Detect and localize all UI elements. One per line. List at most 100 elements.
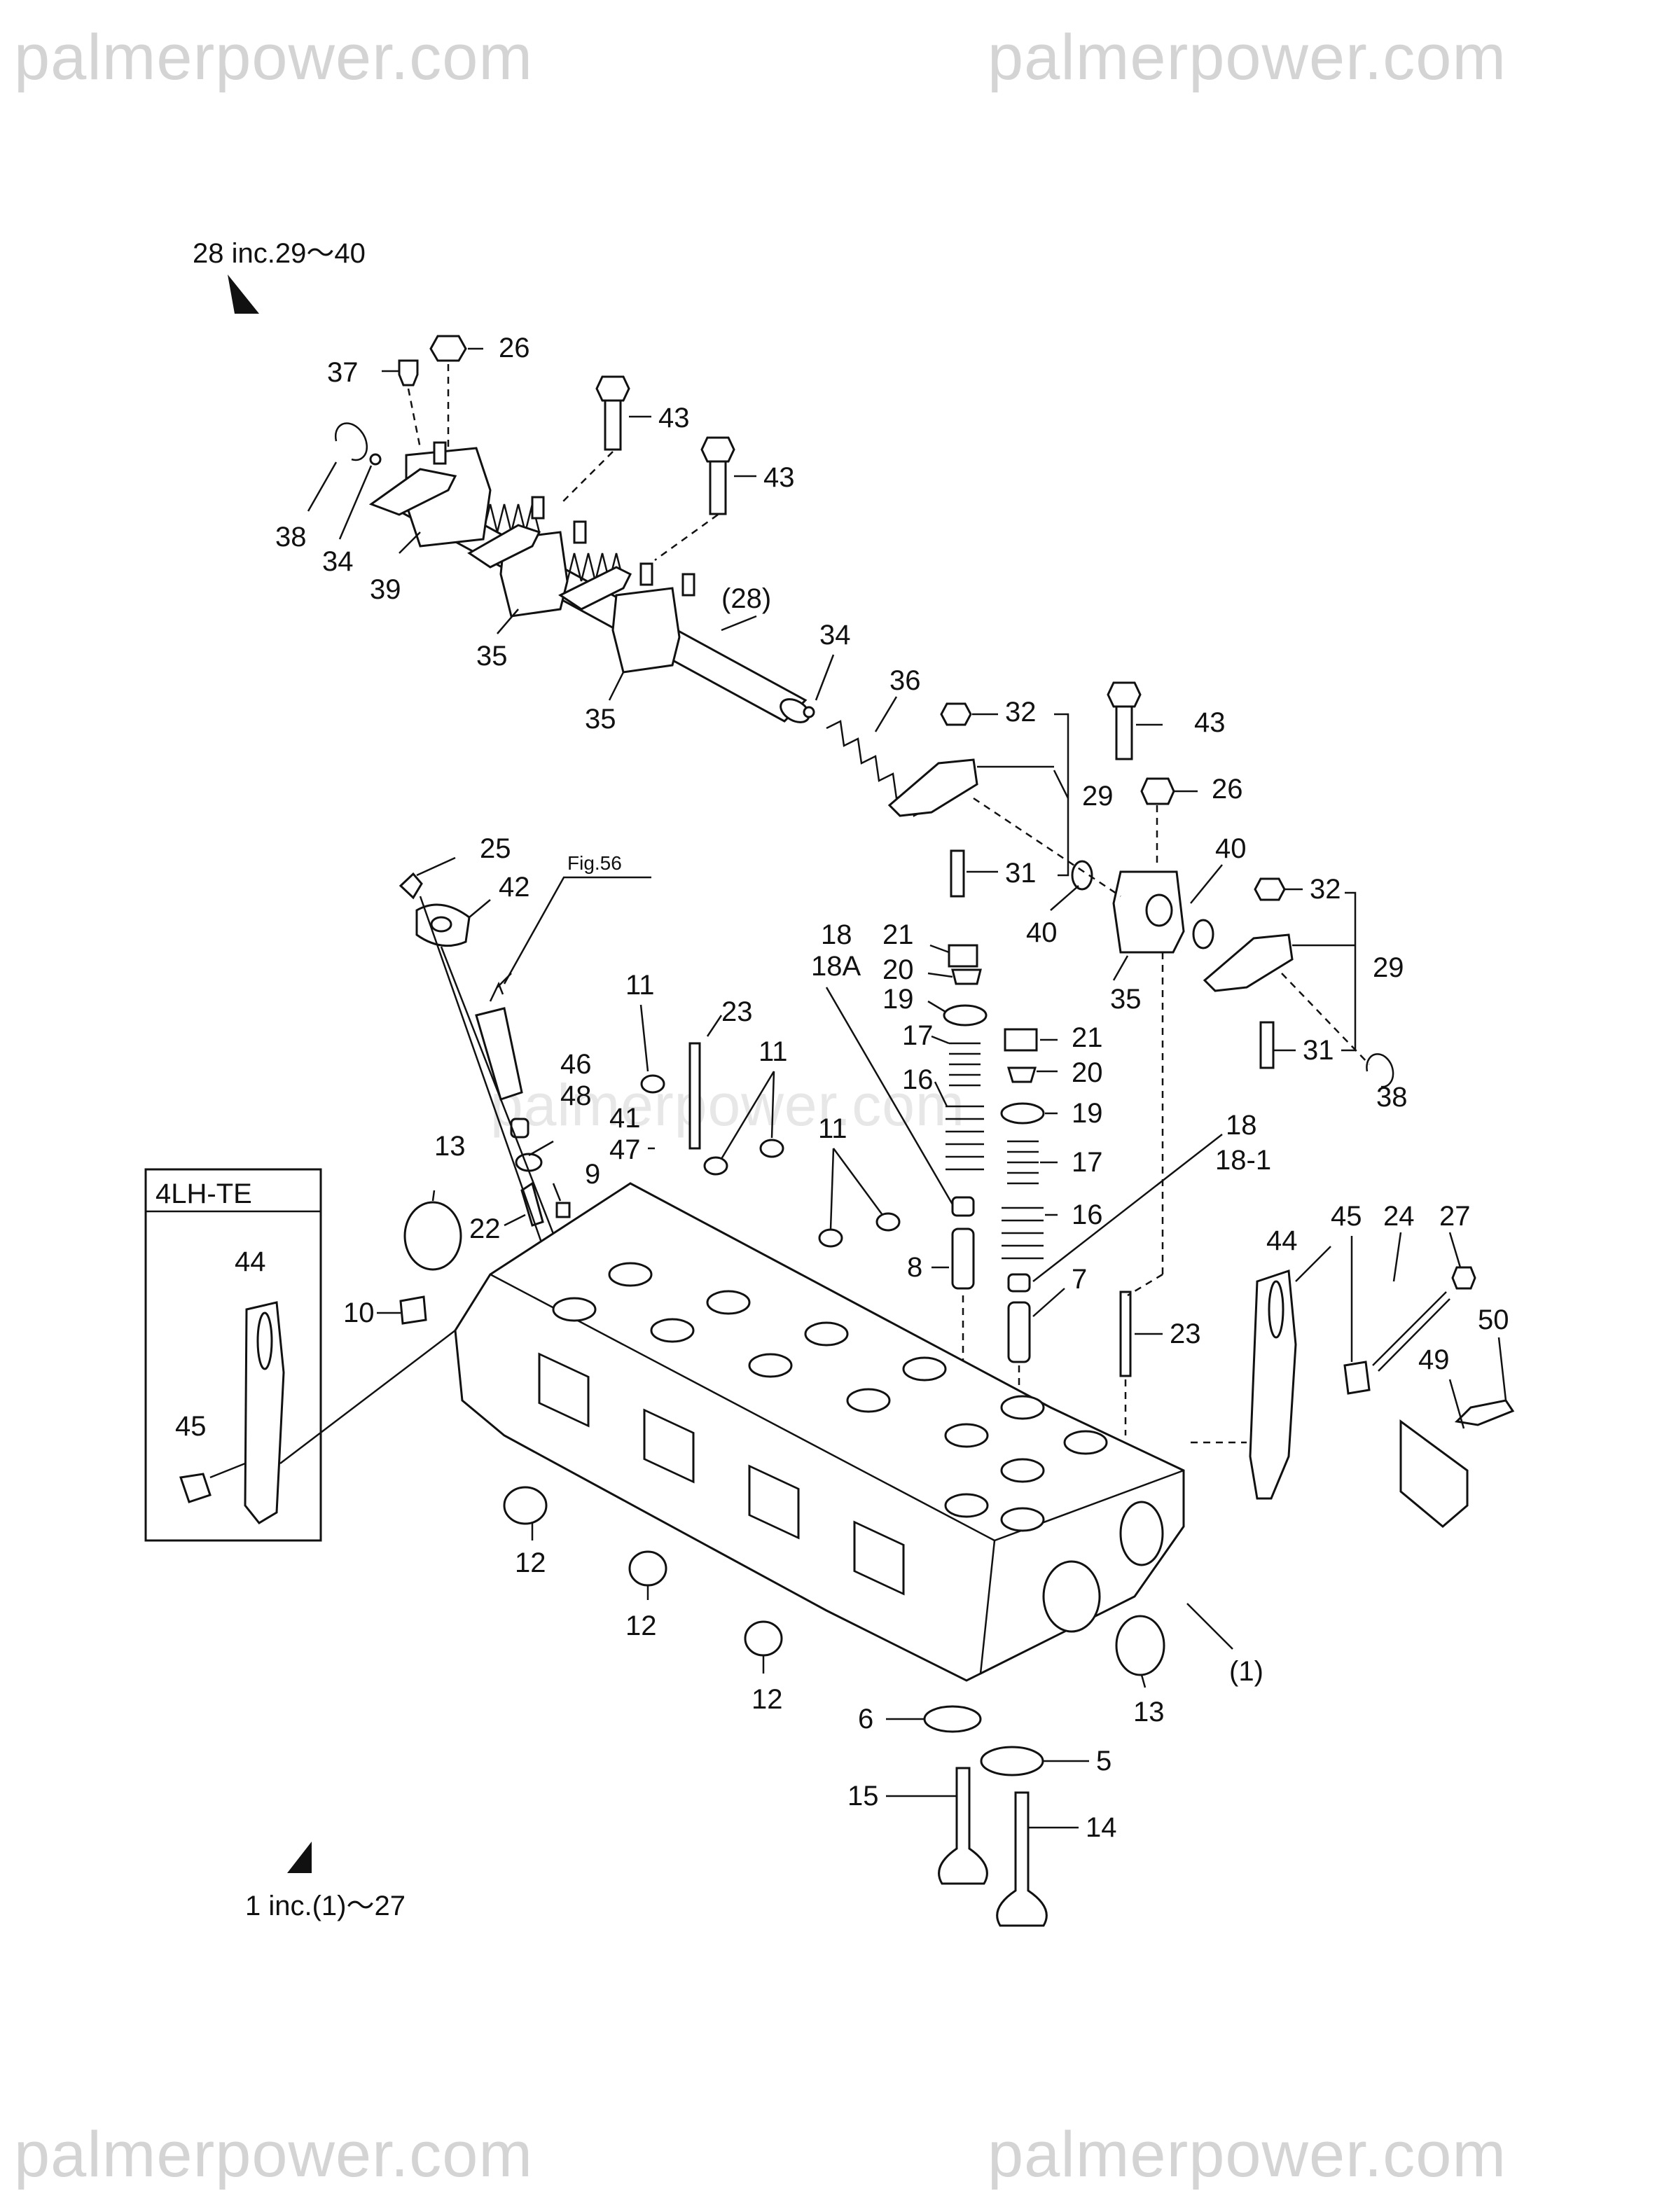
part-23-stud-b bbox=[1119, 1291, 1132, 1377]
callout-36: 36 bbox=[889, 665, 921, 696]
part-26-nut bbox=[429, 335, 467, 362]
rocker-arm-1 bbox=[368, 468, 457, 516]
part-11-seal-2 bbox=[703, 1156, 728, 1176]
rocker-components-right bbox=[887, 681, 1394, 1088]
callout-14: 14 bbox=[1086, 1812, 1117, 1843]
callout-10: 10 bbox=[343, 1298, 375, 1328]
part-21-cap-b bbox=[1004, 1028, 1038, 1052]
part-37-screw bbox=[398, 359, 419, 387]
callout-6: 6 bbox=[858, 1704, 873, 1734]
callout-32: 32 bbox=[1310, 874, 1341, 905]
head-valve-seats bbox=[552, 1262, 1108, 1532]
watermark-bottom-right: palmerpower.com bbox=[988, 2119, 1507, 2190]
callout-43: 43 bbox=[1194, 707, 1226, 738]
callout-31: 31 bbox=[1303, 1035, 1334, 1066]
part-11-seal-3 bbox=[759, 1139, 784, 1158]
fuel-injector bbox=[475, 1007, 523, 1101]
callout-35: 35 bbox=[585, 704, 616, 735]
part-23-stud-a bbox=[688, 1042, 701, 1150]
part-50-bolt bbox=[1454, 1399, 1515, 1426]
callout-32: 32 bbox=[1005, 697, 1037, 728]
callout-35: 35 bbox=[1110, 984, 1142, 1015]
part-20-collet-b bbox=[1006, 1066, 1037, 1083]
callout-28-parenthetical: (28) bbox=[721, 583, 771, 614]
part-11-seal-1 bbox=[640, 1074, 665, 1094]
part-22-stud bbox=[520, 1181, 544, 1227]
part-7-guide bbox=[1007, 1301, 1031, 1363]
part-44-lifting-eye-b bbox=[1249, 1269, 1297, 1500]
callout-26: 26 bbox=[1212, 774, 1243, 805]
part-41-47-washer bbox=[515, 1153, 543, 1172]
watermark-center: palmerpower.com bbox=[490, 1072, 965, 1138]
callout-35: 35 bbox=[476, 641, 508, 672]
part-32-nut-a bbox=[940, 702, 972, 726]
rocker-assembly bbox=[335, 335, 929, 817]
part-18-seal-a bbox=[951, 1196, 975, 1217]
part-12-plug-a bbox=[503, 1486, 548, 1525]
callout-41: 41 bbox=[609, 1103, 641, 1134]
part-25-nut bbox=[399, 872, 423, 900]
callout-46: 46 bbox=[560, 1049, 592, 1080]
part-43-bolt-a bbox=[595, 375, 630, 451]
part-27-nut bbox=[1451, 1266, 1476, 1290]
callout-48: 48 bbox=[560, 1080, 592, 1111]
watermark-top-left: palmerpower.com bbox=[14, 22, 534, 93]
callout-37: 37 bbox=[327, 357, 359, 388]
rocker-arm-3 bbox=[558, 566, 632, 611]
callout-38: 38 bbox=[275, 522, 307, 552]
callout-34: 34 bbox=[819, 620, 851, 651]
callout-47: 47 bbox=[609, 1134, 641, 1165]
lifting-eye-group bbox=[1127, 952, 1515, 1528]
callout-39: 39 bbox=[370, 574, 401, 605]
callout-20: 20 bbox=[882, 954, 914, 985]
part-16-spring-b bbox=[1002, 1206, 1044, 1260]
callout-23: 23 bbox=[721, 996, 753, 1027]
callout-25: 25 bbox=[480, 833, 511, 864]
callout-13: 13 bbox=[434, 1131, 466, 1162]
part-44-lifting-eye-a bbox=[244, 1301, 285, 1524]
callout-26: 26 bbox=[499, 333, 530, 363]
part-40-washer-a bbox=[1071, 860, 1093, 891]
callout-11: 11 bbox=[818, 1113, 847, 1144]
part-13-plug-a bbox=[403, 1201, 462, 1271]
callout-11: 11 bbox=[625, 970, 655, 1001]
callout-7: 7 bbox=[1072, 1264, 1087, 1295]
callout-15: 15 bbox=[847, 1781, 879, 1811]
inset-4lh-te: 4LH-TE bbox=[144, 1168, 456, 1542]
assembly-28-arrow-icon bbox=[228, 274, 259, 314]
injector-group bbox=[399, 872, 590, 1325]
rocker-shaft-end bbox=[780, 698, 810, 723]
head-ports bbox=[538, 1352, 1164, 1633]
part-45-bolt-b bbox=[1343, 1361, 1371, 1395]
rocker-arm-2 bbox=[467, 524, 541, 569]
part-10-cap bbox=[399, 1295, 427, 1325]
rocker-support-35b bbox=[611, 587, 681, 674]
callout-31: 31 bbox=[1005, 858, 1037, 889]
callout-9: 9 bbox=[585, 1159, 600, 1190]
part-29-rocker-arm-b bbox=[1203, 933, 1294, 992]
callout-12: 12 bbox=[625, 1611, 657, 1641]
part-11-seal-5 bbox=[875, 1212, 901, 1232]
head-expansion-plugs bbox=[503, 1486, 1165, 1776]
callout-19: 19 bbox=[1072, 1098, 1103, 1129]
callout-40: 40 bbox=[1026, 917, 1058, 948]
callout-21: 21 bbox=[882, 919, 914, 950]
part-12-plug-b bbox=[628, 1550, 667, 1587]
assembly-28-note: 28 inc.29～40 bbox=[193, 238, 366, 269]
callout-labels: 37 26 43 43 38 34 39 35 35 (28) 34 36 32… bbox=[175, 333, 1509, 1843]
cylinder-head bbox=[454, 1182, 1185, 1682]
part-12-plug-c bbox=[744, 1620, 783, 1657]
part-31-screw-b bbox=[1259, 1021, 1275, 1069]
part-16-spring-a bbox=[946, 1105, 984, 1171]
callout-45: 45 bbox=[1331, 1201, 1362, 1232]
part-31-screw-a bbox=[950, 849, 965, 898]
callout-18A: 18A bbox=[811, 951, 861, 982]
callout-17: 17 bbox=[902, 1020, 934, 1051]
inset-frame bbox=[144, 1168, 322, 1542]
callout-49: 49 bbox=[1418, 1344, 1450, 1375]
callout-43: 43 bbox=[658, 403, 690, 433]
part-43-bolt-b bbox=[700, 436, 735, 515]
watermark-top-right: palmerpower.com bbox=[988, 22, 1507, 93]
part-26-nut-b bbox=[1140, 777, 1175, 805]
